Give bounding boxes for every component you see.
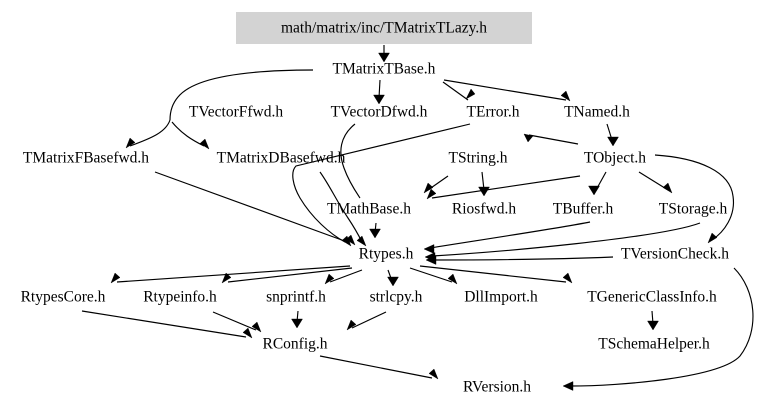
edge-tmatrixtbase-to-tmatrixdbasefwd	[171, 121, 205, 147]
edge-rtypeinfo-to-rconfig	[212, 311, 257, 331]
edge-arrowhead	[423, 244, 435, 254]
edge-rconfig-to-rversion	[319, 355, 433, 379]
node-tvectordfwd[interactable]: TVectorDfwd.h	[331, 104, 428, 121]
node-tmatrixtbase[interactable]: TMatrixTBase.h	[333, 61, 436, 78]
edge-arrowhead	[242, 327, 253, 339]
edge-strlcpy-to-rconfig	[351, 311, 387, 329]
node-strlcpy[interactable]: strlcpy.h	[370, 289, 423, 306]
edge-rtypes-to-rtypeinfo	[227, 267, 353, 283]
edge-terror-to-rtypes	[292, 123, 471, 243]
edges-layer	[81, 45, 754, 391]
edge-arrowhead	[423, 182, 434, 194]
edge-tversioncheck-to-rversion	[569, 267, 754, 387]
edge-rtypes-to-rtypescore	[116, 265, 351, 283]
edge-arrowhead	[356, 235, 367, 247]
edge-arrowhead	[560, 90, 571, 102]
node-tvectorffwd[interactable]: TVectorFfwd.h	[189, 104, 284, 121]
edge-arrowhead	[369, 228, 381, 239]
edge-tvectordfwd-to-tmathbase	[340, 123, 361, 199]
edge-tobject-to-tversioncheck	[654, 154, 735, 241]
edge-arrowhead	[425, 255, 437, 265]
edge-arrowhead	[662, 182, 673, 194]
edge-rtypes-to-dllimport	[409, 267, 453, 283]
edge-arrowhead	[387, 276, 399, 287]
edge-tmatrixtbase-to-tmatrixfbasefwd	[129, 119, 171, 147]
node-rconfig[interactable]: RConfig.h	[262, 336, 327, 353]
edge-arrowhead	[647, 320, 659, 331]
node-tobject[interactable]: TObject.h	[584, 150, 646, 167]
edge-arrowhead	[110, 272, 121, 284]
node-tstorage[interactable]: TStorage.h	[659, 201, 728, 218]
node-rtypescore[interactable]: RtypesCore.h	[21, 289, 106, 306]
node-tstring[interactable]: TString.h	[449, 150, 508, 167]
node-dllimport[interactable]: DllImport.h	[464, 289, 538, 306]
edge-tversioncheck-to-rtypes	[431, 256, 614, 261]
edge-arrowhead	[607, 136, 619, 147]
edge-arrowhead	[428, 368, 439, 380]
edge-tmatrixtbase-to-tnamed	[443, 79, 567, 101]
nodes-layer: math/matrix/inc/TMatrixTLazy.hTMatrixTBa…	[21, 12, 729, 396]
node-tgenericclassinfo[interactable]: TGenericClassInfo.h	[587, 289, 717, 306]
edge-rtypescore-to-rconfig	[81, 310, 247, 338]
edge-arrowhead	[345, 234, 356, 246]
edge-arrowhead	[562, 381, 574, 391]
node-tbuffer[interactable]: TBuffer.h	[553, 201, 614, 218]
edge-arrowhead	[562, 272, 573, 284]
edge-tmatrixfbasefwd-to-rtypes	[154, 171, 351, 244]
node-tmatrixdbasefwd[interactable]: TMatrixDBasefwd.h	[217, 150, 346, 167]
node-rtypes[interactable]: Rtypes.h	[359, 246, 414, 263]
node-riosfwd[interactable]: Riosfwd.h	[452, 201, 516, 218]
edge-tbuffer-to-rtypes	[429, 221, 591, 249]
edge-arrowhead	[251, 321, 262, 333]
edge-rtypes-to-snprintf	[329, 269, 363, 283]
edge-arrowhead	[291, 318, 303, 329]
edge-tstorage-to-rtypes	[431, 222, 701, 257]
edge-tobject-to-tstring	[528, 134, 579, 145]
edge-arrowhead	[426, 188, 437, 200]
node-snprintf[interactable]: snprintf.h	[266, 289, 326, 306]
edge-arrowhead	[373, 94, 385, 105]
edge-arrowhead	[221, 272, 232, 284]
edge-tmatrixtbase-to-tvectorffwd	[169, 69, 314, 121]
edge-arrowhead	[447, 273, 458, 285]
node-tmatrixfbasefwd[interactable]: TMatrixFBasefwd.h	[23, 150, 149, 167]
node-tnamed[interactable]: TNamed.h	[564, 104, 630, 121]
node-tmathbase[interactable]: TMathBase.h	[327, 201, 411, 218]
edge-arrowhead	[346, 319, 357, 331]
edge-arrowhead	[588, 185, 600, 196]
root-node-label: math/matrix/inc/TMatrixTLazy.h	[281, 20, 487, 37]
root-node-box[interactable]	[236, 12, 532, 44]
edge-arrowhead	[478, 186, 490, 197]
edge-arrowhead	[199, 138, 210, 150]
edge-arrowhead	[324, 273, 335, 285]
edge-rtypes-to-tgenericclassinfo	[419, 265, 567, 283]
edge-tobject-to-tmathbase	[431, 175, 581, 199]
node-terror[interactable]: TError.h	[467, 104, 520, 121]
edge-tmatrixdbasefwd-to-rtypes	[319, 171, 363, 243]
node-tschemahelper[interactable]: TSchemaHelper.h	[598, 336, 710, 353]
node-tversioncheck[interactable]: TVersionCheck.h	[621, 246, 729, 263]
edge-arrowhead	[465, 88, 476, 100]
edge-tobject-to-tstorage	[638, 171, 669, 191]
edge-arrowhead	[523, 133, 534, 143]
edge-tmatrixtbase-to-terror	[442, 81, 469, 101]
edge-arrowhead	[707, 232, 718, 244]
edge-arrowhead	[378, 52, 390, 63]
node-rtypeinfo[interactable]: Rtypeinfo.h	[143, 289, 217, 306]
edge-arrowhead	[125, 137, 136, 149]
node-rversion[interactable]: RVersion.h	[463, 379, 531, 396]
